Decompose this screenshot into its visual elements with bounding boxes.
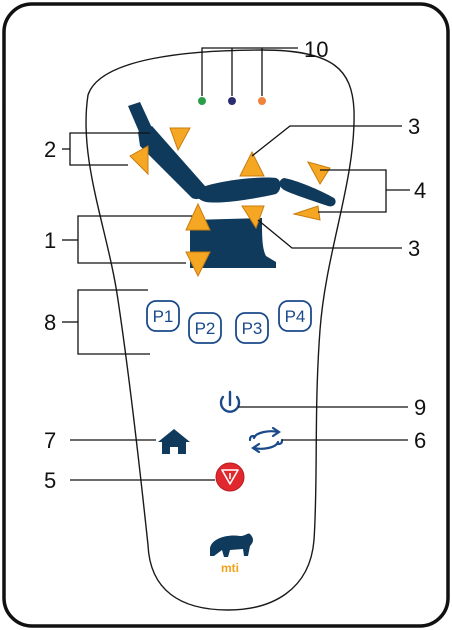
preset-p3-button[interactable]: P3 <box>236 313 268 343</box>
callout-7-label: 7 <box>44 428 56 453</box>
callout-1-label: 1 <box>44 228 56 253</box>
callout-2-label: 2 <box>44 137 56 162</box>
callout-5-label: 5 <box>44 468 56 493</box>
preset-p3-label: P3 <box>242 319 263 338</box>
indicator-blue <box>228 97 236 105</box>
preset-p1-button[interactable]: P1 <box>147 301 179 331</box>
callout-6-label: 6 <box>414 428 426 453</box>
preset-p1-label: P1 <box>153 307 174 326</box>
callout-4-label: 4 <box>414 178 426 203</box>
indicator-orange <box>258 97 266 105</box>
image-frame <box>4 4 448 626</box>
callout-9-label: 9 <box>414 395 426 420</box>
brand-text: mti <box>221 561 239 575</box>
callout-8-label: 8 <box>44 310 56 335</box>
callout-10-label: 10 <box>304 37 328 62</box>
preset-p4-button[interactable]: P4 <box>279 301 311 331</box>
preset-p2-label: P2 <box>195 319 216 338</box>
indicator-green <box>198 97 206 105</box>
preset-p4-label: P4 <box>285 307 306 326</box>
emergency-stop-button[interactable] <box>216 463 244 491</box>
callout-3b-label: 3 <box>408 236 420 261</box>
preset-p2-button[interactable]: P2 <box>189 313 221 343</box>
callout-3a-label: 3 <box>408 114 420 139</box>
